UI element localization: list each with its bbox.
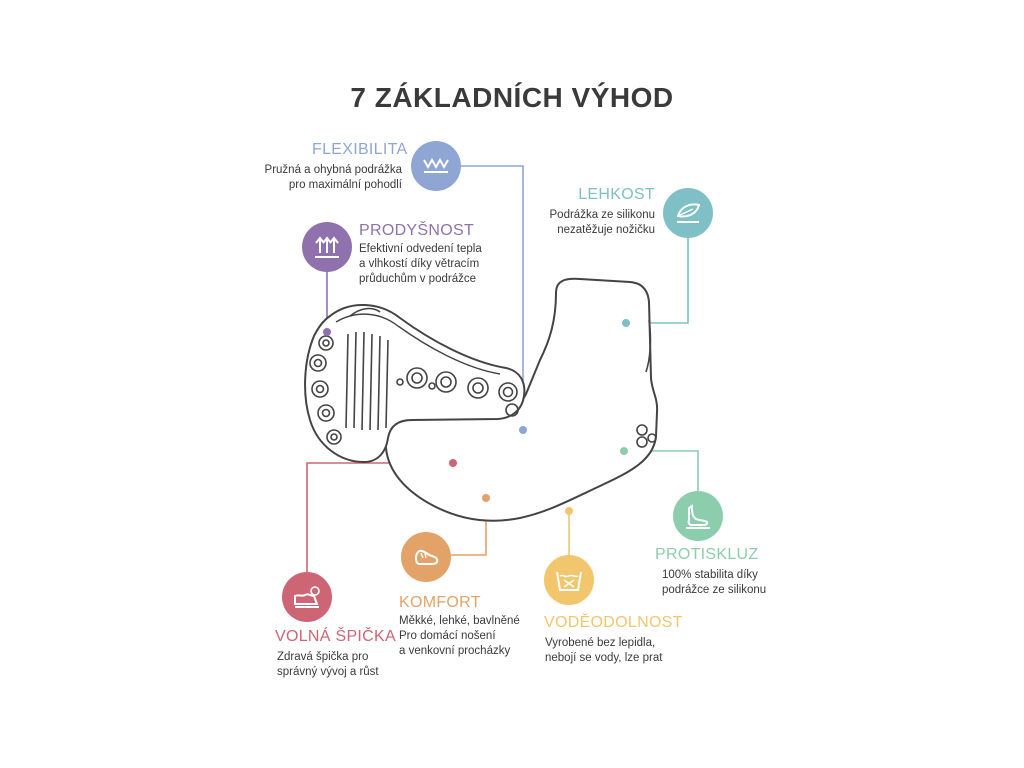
komfort-label: KOMFORT <box>399 594 481 611</box>
feather-icon <box>676 203 701 223</box>
volna-spicka-badge <box>282 572 332 622</box>
flexibilita-badge <box>411 141 461 191</box>
shoe-sole-rim <box>335 313 501 375</box>
washable-icon <box>556 571 582 591</box>
shoe-sole <box>304 304 526 464</box>
connector-dots <box>323 319 630 515</box>
komfort-line2: Pro domácí nošení <box>399 630 496 642</box>
sole-vents <box>345 331 389 431</box>
wave-sole-icon <box>423 157 449 173</box>
prodysnost-badge <box>302 222 352 272</box>
ventilation-arrows-icon <box>315 236 339 258</box>
prodysnost-line3: průduchům v podrážce <box>359 273 476 285</box>
prodysnost-line2: a vlhkostí díky větracím <box>359 258 480 270</box>
shoe-toe-cap <box>349 307 381 317</box>
protiskluz-badge <box>673 491 723 541</box>
komfort-line1: Měkké, lehké, bavlněné <box>399 615 520 627</box>
flexibilita-label: FLEXIBILITA <box>312 141 408 158</box>
page-title: 7 ZÁKLADNÍCH VÝHOD <box>350 82 674 113</box>
lehkost-label: LEHKOST <box>578 186 655 203</box>
lehkost-description: Podrážka ze silikonu nezatěžuje nožičku <box>505 208 655 238</box>
prodysnost-label: PRODYŠNOST <box>359 222 475 239</box>
lehkost-line1: Podrážka ze silikonu <box>549 209 655 221</box>
flexibilita-line1: Pružná a ohybná podrážka <box>264 164 402 176</box>
non-slip-foot-icon <box>686 504 710 529</box>
volna-spicka-line2: správný vývoj a růst <box>277 666 379 678</box>
protiskluz-line1: 100% stabilita díky <box>662 569 758 581</box>
flexibilita-line2: pro maximální pohodlí <box>288 179 402 191</box>
volna-spicka-description: Zdravá špička pro správný vývoj a růst <box>277 650 379 680</box>
protiskluz-label: PROTISKLUZ <box>655 546 759 563</box>
komfort-line3: a venkovní procházky <box>399 645 511 657</box>
komfort-description: Měkké, lehké, bavlněné Pro domácí nošení… <box>399 614 520 659</box>
lehkost-line2: nezatěžuje nožičku <box>557 224 655 236</box>
vodeodolnost-line1: Vyrobené bez lepidla, <box>545 637 656 649</box>
growth-toes-icon <box>294 586 320 608</box>
soft-foot-icon <box>414 549 439 565</box>
heel-dots <box>636 424 657 448</box>
protiskluz-description: 100% stabilita díky podrážce ze silikonu <box>662 568 766 598</box>
flexibilita-description: Pružná a ohybná podrážka pro maximální p… <box>232 163 402 193</box>
prodysnost-line1: Efektivní odvedení tepla <box>359 243 482 255</box>
protiskluz-line2: podrážce ze silikonu <box>662 584 767 596</box>
vodeodolnost-badge <box>544 555 594 605</box>
komfort-badge <box>401 532 451 582</box>
connector-flexibilita <box>461 165 524 430</box>
vodeodolnost-label: VODĚODOLNOST <box>544 614 683 631</box>
volna-spicka-label: VOLNÁ ŠPIČKA <box>275 628 396 645</box>
vodeodolnost-line2: nebojí se vody, lze prat <box>545 652 663 664</box>
lehkost-badge <box>663 188 713 238</box>
sole-dots <box>309 335 519 445</box>
prodysnost-description: Efektivní odvedení tepla a vlhkostí díky… <box>359 242 482 287</box>
shoe-heel-curve <box>645 319 652 373</box>
volna-spicka-line1: Zdravá špička pro <box>277 651 369 663</box>
vodeodolnost-description: Vyrobené bez lepidla, nebojí se vody, lz… <box>545 636 662 666</box>
shoe-illustration <box>304 277 659 522</box>
